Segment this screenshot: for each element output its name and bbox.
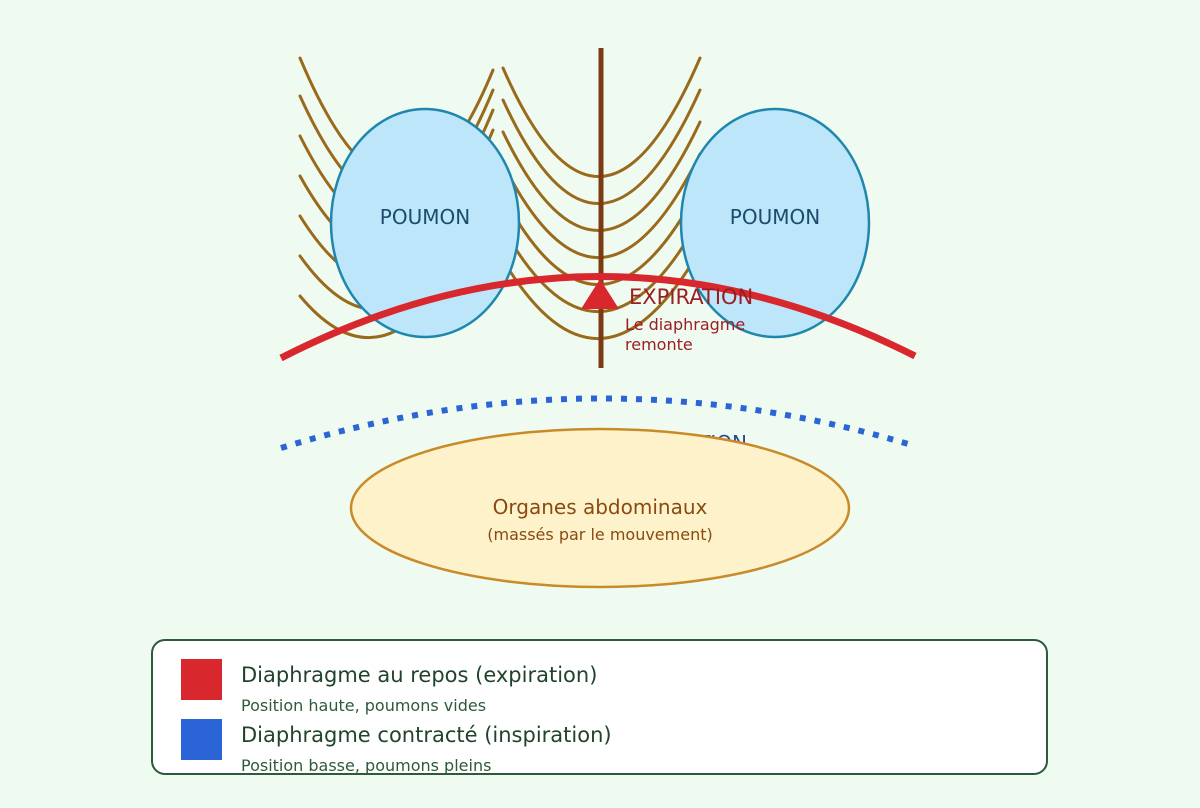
organs-title: Organes abdominaux bbox=[493, 495, 708, 519]
legend-item-subtitle: Position basse, poumons pleins bbox=[241, 756, 492, 775]
expiration-diaphragm-curve bbox=[279, 273, 917, 362]
blue-swatch-icon bbox=[181, 719, 222, 760]
upward-arrow-icon bbox=[581, 279, 619, 309]
legend: Diaphragme au repos (expiration) Positio… bbox=[151, 639, 1048, 775]
inspiration-diaphragm-curve bbox=[280, 395, 916, 451]
expiration-label: EXPIRATION bbox=[629, 285, 753, 309]
expiration-note-line2: remonte bbox=[625, 335, 693, 354]
right-lung-label: POUMON bbox=[730, 205, 820, 229]
organs-subtitle: (massés par le mouvement) bbox=[487, 525, 712, 544]
legend-item-inspiration: Diaphragme contracté (inspiration) Posit… bbox=[153, 717, 1046, 777]
legend-item-title: Diaphragme au repos (expiration) bbox=[241, 663, 598, 687]
expiration-note-line1: Le diaphragme bbox=[625, 315, 745, 334]
left-lung-label: POUMON bbox=[380, 205, 470, 229]
legend-item-expiration: Diaphragme au repos (expiration) Positio… bbox=[153, 657, 1046, 717]
legend-item-title: Diaphragme contracté (inspiration) bbox=[241, 723, 612, 747]
red-swatch-icon bbox=[181, 659, 222, 700]
legend-item-subtitle: Position haute, poumons vides bbox=[241, 696, 487, 715]
abdominal-organs bbox=[349, 427, 851, 589]
right-lung bbox=[679, 107, 871, 339]
left-lung bbox=[329, 107, 521, 339]
